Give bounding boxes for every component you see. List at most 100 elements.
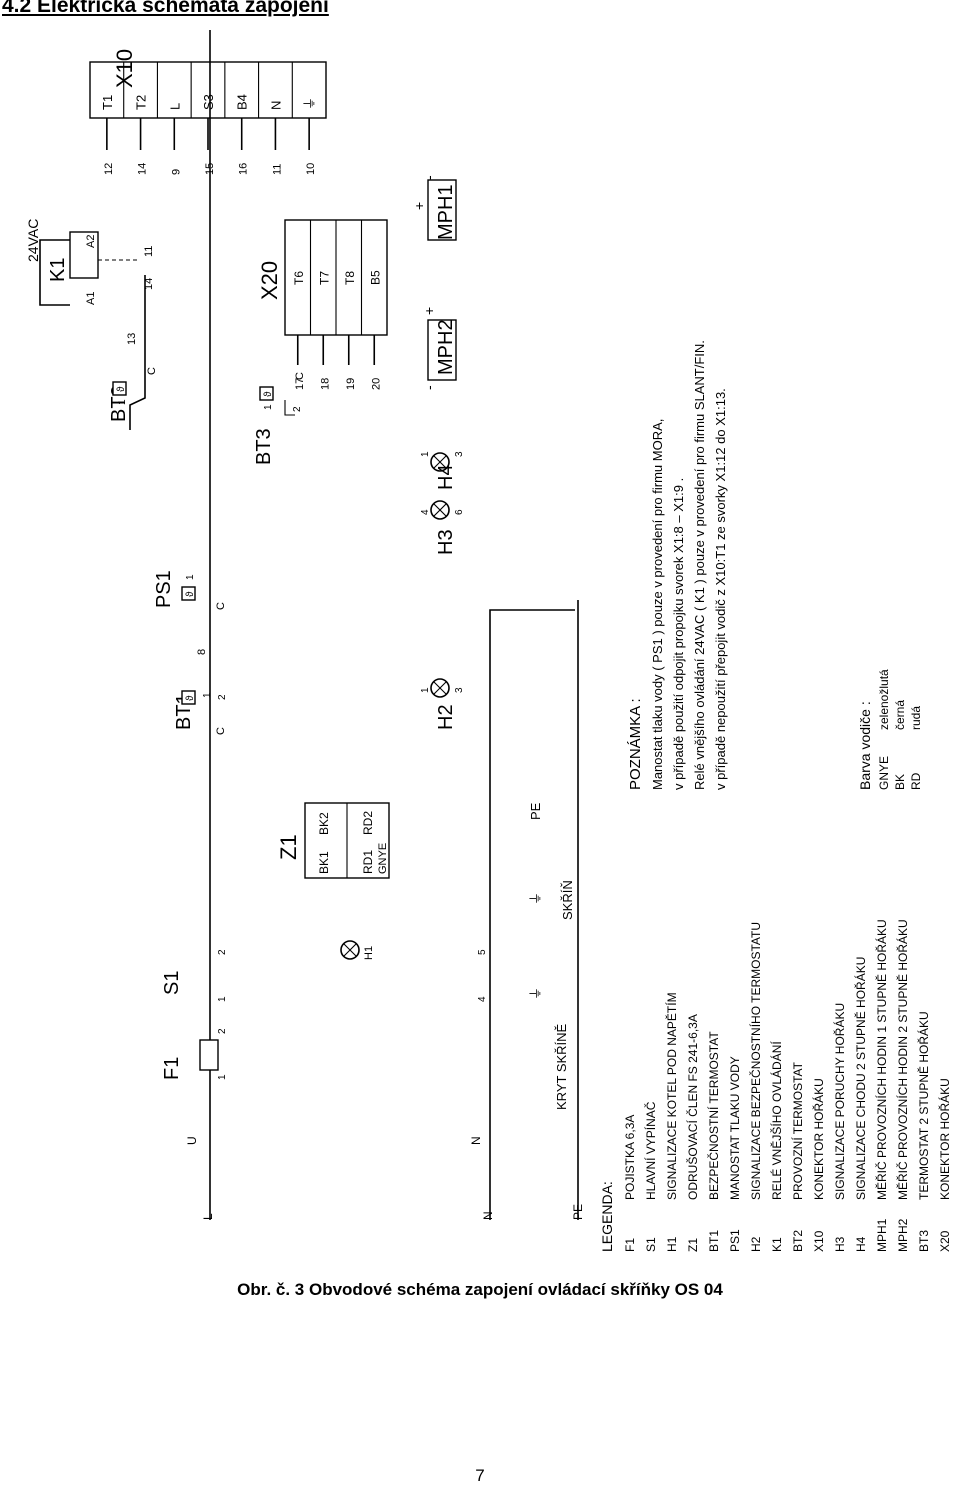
mph1-label: MPH1 <box>435 184 457 240</box>
relay-k1: 24VAC K1 A1 A2 14 11 <box>25 219 155 306</box>
bt2-theta: ϑ <box>116 386 127 392</box>
x10-wire-number: 10 <box>305 163 317 175</box>
wire-color-code-0: GNYE <box>877 756 891 790</box>
h4-pin-3: 3 <box>454 451 465 457</box>
x10-terminal: B4 <box>235 94 250 110</box>
x20-wire-number: 19 <box>345 378 357 390</box>
legend-code: X20 <box>938 1230 952 1252</box>
z1-label: Z1 <box>276 834 301 860</box>
bt1-theta: ϑ <box>185 695 196 701</box>
note-line-4: v případě nepoužití přepojit vodič z X10… <box>713 388 728 790</box>
legend-text: BEZPEČNOSTNÍ TERMOSTAT <box>706 1031 721 1200</box>
h4-pin-1: 1 <box>420 451 431 457</box>
mph2-minus: - <box>421 385 437 390</box>
supply-l: L <box>201 1213 215 1220</box>
x20-terminal: B5 <box>368 270 382 285</box>
legend-code: X10 <box>812 1230 826 1252</box>
z1-rd2: RD2 <box>361 811 375 835</box>
k1-supply-label: 24VAC <box>25 219 41 262</box>
legend-text: HLAVNÍ VYPÍNAČ <box>643 1101 658 1200</box>
wire-colors-title: Barva vodiče : <box>857 701 873 790</box>
h3-pin-6: 6 <box>454 509 465 515</box>
legend-code: K1 <box>770 1237 784 1252</box>
legend-text: SIGNALIZACE PORUCHY HOŘÁKU <box>832 1003 847 1200</box>
k1-pin-11: 11 <box>143 246 155 257</box>
note-line-2: v případě použití odpojit propojku svore… <box>671 478 686 790</box>
thermostat-bt3: BT3 ϑ 1 2 C <box>253 372 306 465</box>
cabinet-label: SKŘÍŇ <box>560 880 575 920</box>
legend-text: ODRUŠOVACÍ ČLEN FS 241-6,3A <box>685 1014 700 1200</box>
x20-terminal: T7 <box>317 271 331 285</box>
k1-pin-14: 14 <box>143 278 155 290</box>
s1-label: S1 <box>161 971 183 995</box>
x10-terminal: L <box>167 103 182 110</box>
ground-symbol-b: ⏚ <box>528 892 543 905</box>
f1-label: F1 <box>161 1057 183 1080</box>
ps1-pin-c: C <box>215 602 227 610</box>
legend-code: H1 <box>665 1236 679 1252</box>
bt3-pin-c: C <box>294 372 306 380</box>
h2-pin-3: 3 <box>454 687 465 693</box>
legend-text: POJISTKA 6,3A <box>623 1115 637 1200</box>
supply-section: L N PE U N KRYT SKŘÍNĚ SKŘÍŇ PE ⏚ ⏚ <box>185 30 585 1220</box>
s1-pin-4: 4 <box>477 996 488 1002</box>
h3-label: H3 <box>435 529 457 555</box>
f1-pin-1: 1 <box>217 1074 228 1080</box>
x20-terminal: T8 <box>343 271 357 285</box>
legend-code: MPH1 <box>875 1218 889 1252</box>
z1-gnye: GNYE <box>377 843 389 874</box>
x10-terminal: N <box>268 101 283 110</box>
legend-text: SIGNALIZACE CHODU 2 STUPNĚ HOŘÁKU <box>853 957 868 1200</box>
x20-terminal: T6 <box>292 271 306 285</box>
wire-color-code-2: RD <box>909 772 923 790</box>
legend-code: S1 <box>644 1237 658 1252</box>
note-line-1: Manostat tlaku vody ( PS1 ) pouze v prov… <box>650 419 665 790</box>
x10-terminal: ⏚ <box>302 97 317 110</box>
x10-wire-number: 14 <box>137 163 149 175</box>
s1-pin-1: 1 <box>217 996 228 1002</box>
legend-code: F1 <box>623 1238 637 1252</box>
mph2-plus: + <box>421 307 437 315</box>
legend-text: KONEKTOR HOŘÁKU <box>811 1078 826 1200</box>
ps1-pin-1: 1 <box>185 574 196 580</box>
legend-code: H2 <box>749 1236 763 1252</box>
figure-caption: Obr. č. 3 Obvodové schéma zapojení ovlád… <box>237 1280 723 1299</box>
thermostat-bt2: BT2 ϑ 1 C 13 <box>108 275 158 430</box>
fuse-f1: F1 1 2 <box>161 1028 228 1080</box>
k1-label: K1 <box>47 258 69 282</box>
bt2-pin-c: C <box>146 367 158 375</box>
mph2-label: MPH2 <box>435 319 457 375</box>
notes: POZNÁMKA : Manostat tlaku vody ( PS1 ) p… <box>627 340 728 790</box>
mph1-plus: + <box>411 202 427 210</box>
page-number: 7 <box>475 1466 485 1485</box>
k1-a2-label: A2 <box>85 235 97 248</box>
pressure-switch-ps1: PS1 ϑ 1 C 8 <box>153 570 227 655</box>
x20-wire-number: 18 <box>319 378 331 390</box>
legend-code: H4 <box>854 1236 868 1252</box>
switch-s1: S1 1 2 4 5 <box>161 949 488 1002</box>
legend-text: TERMOSTAT 2 STUPNĚ HOŘÁKU <box>916 1011 931 1200</box>
bt3-theta: ϑ <box>263 391 274 397</box>
x10-label: X10 <box>112 49 137 88</box>
h2-label: H2 <box>435 704 457 730</box>
wire-color-name-1: černá <box>893 700 907 730</box>
legend-text: KONEKTOR HOŘÁKU <box>937 1078 952 1200</box>
supply-n-terminal: N <box>469 1136 483 1145</box>
h1-label: H1 <box>363 946 375 960</box>
ps1-wire-8: 8 <box>196 649 208 655</box>
filter-z1: Z1 BK1 BK2 RD1 GNYE RD2 <box>276 802 390 879</box>
legend-code: MPH2 <box>896 1218 910 1252</box>
bt1-pin-c: C <box>215 727 227 735</box>
z1-rd1: RD1 <box>361 850 375 874</box>
k1-a1-label: A1 <box>85 292 97 305</box>
bt2-pin-1: 1 <box>117 399 128 405</box>
legend-text: MĚŘIČ PROVOZNÍCH HODIN 1 STUPNĚ HOŘÁKU <box>874 919 889 1200</box>
section-heading: 4.2 Elektrická schémata zapojení <box>2 0 329 17</box>
x10-terminal: T1 <box>100 95 115 110</box>
wire-colors: Barva vodiče : GNYE zelenožlutá BK černá… <box>857 669 923 790</box>
bt3-pin-1: 1 <box>263 404 274 410</box>
bt2-wire-13: 13 <box>126 333 138 345</box>
meter-mph1: MPH1 - + <box>411 175 457 241</box>
h2-pin-1: 1 <box>420 687 431 693</box>
